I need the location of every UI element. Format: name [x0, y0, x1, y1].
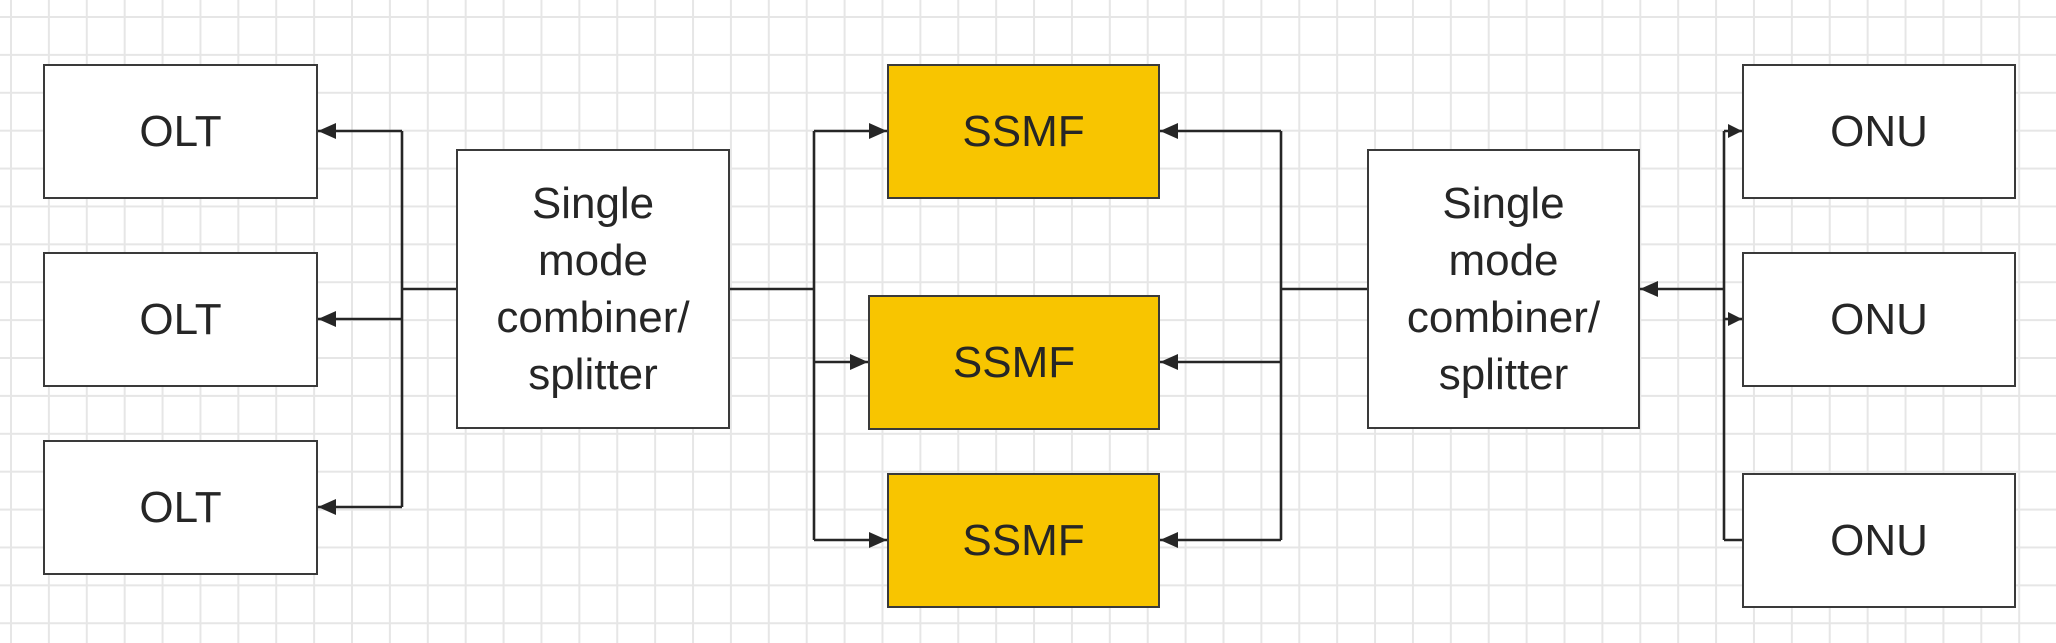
arrowhead-right-splitter — [1640, 281, 1658, 297]
arrowhead-onu-2 — [1728, 312, 1742, 326]
olt-box-1[interactable]: OLT — [43, 64, 318, 199]
connector-splitter-left-to-ssmf-bus — [728, 129, 887, 542]
ssmf-box-3[interactable]: SSMF — [887, 473, 1160, 608]
left-combiner-splitter-box[interactable]: Single mode combiner/ splitter — [456, 149, 730, 429]
arrowhead-olt-3 — [318, 499, 336, 515]
arrowhead-ssmf-out-3 — [1160, 532, 1178, 548]
onu-box-1[interactable]: ONU — [1742, 64, 2016, 199]
connector-onu-bus — [1640, 129, 1742, 542]
right-combiner-splitter-box[interactable]: Single mode combiner/ splitter — [1367, 149, 1640, 429]
connector-splitter-right-to-ssmf-bus — [1160, 129, 1367, 542]
arrowhead-ssmf-out-1 — [1160, 123, 1178, 139]
olt-box-3[interactable]: OLT — [43, 440, 318, 575]
onu-box-2[interactable]: ONU — [1742, 252, 2016, 387]
arrowhead-ssmf-in-3 — [869, 532, 887, 548]
arrowhead-onu-1 — [1728, 124, 1742, 138]
ssmf-box-2[interactable]: SSMF — [868, 295, 1160, 430]
arrowhead-ssmf-in-2 — [850, 354, 868, 370]
arrowhead-olt-2 — [318, 311, 336, 327]
ssmf-box-1[interactable]: SSMF — [887, 64, 1160, 199]
arrowhead-olt-1 — [318, 123, 336, 139]
arrowhead-ssmf-in-1 — [869, 123, 887, 139]
onu-box-3[interactable]: ONU — [1742, 473, 2016, 608]
olt-box-2[interactable]: OLT — [43, 252, 318, 387]
arrowhead-ssmf-out-2 — [1160, 354, 1178, 370]
connector-splitter-left-to-olt-bus — [318, 129, 456, 509]
